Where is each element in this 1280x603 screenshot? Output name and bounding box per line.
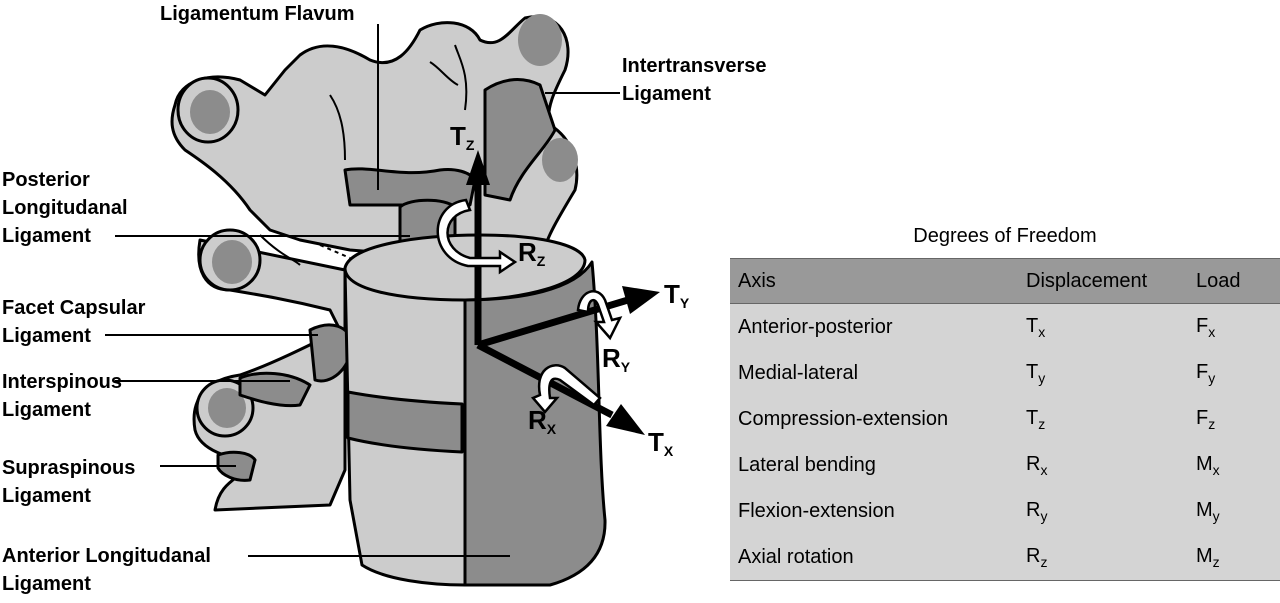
vertebral-body-top	[343, 233, 587, 302]
rx-rotation-arrow	[530, 364, 602, 414]
label-facet-2: Ligament	[2, 325, 91, 347]
dof-displacement-cell: Ty	[1026, 360, 1046, 386]
intertransverse-ligament	[483, 78, 557, 202]
dof-load-cell: Fy	[1196, 360, 1216, 386]
axis-rz-label: RZ	[518, 237, 546, 269]
label-interspinous-2: Ligament	[2, 399, 91, 421]
dof-displacement-cell: Ry	[1026, 498, 1048, 524]
table-row: Axial rotation Rz Mz	[730, 534, 1280, 581]
rz-rotation-arrow	[436, 198, 518, 275]
dof-axis-cell: Anterior-posterior	[738, 315, 893, 338]
label-interspinous-1: Interspinous	[2, 371, 123, 393]
dof-displacement-cell: Tz	[1026, 406, 1046, 432]
dof-load-cell: My	[1196, 498, 1220, 524]
dof-axis-cell: Compression-extension	[738, 407, 949, 430]
dof-load-cell: Fz	[1196, 406, 1216, 432]
dof-axis-cell: Medial-lateral	[738, 361, 859, 384]
dof-displacement-cell: Rz	[1018, 534, 1188, 581]
axis-ry-label: RY	[602, 343, 631, 375]
label-intertransverse-2: Ligament	[622, 83, 711, 105]
label-ligamentum-flavum: Ligamentum Flavum	[160, 3, 355, 25]
dof-header-row: Axis Displacement Load	[730, 258, 1280, 304]
ligamentum-flavum-region	[343, 167, 477, 207]
label-supraspinous-2: Ligament	[2, 485, 91, 507]
axis-tz-label: TZ	[450, 121, 475, 153]
table-row: Lateral bending Rx Mx	[730, 442, 1280, 488]
dof-axis-cell: Axial rotation	[730, 534, 1018, 581]
dof-header-axis: Axis	[730, 258, 1018, 304]
dof-displacement-cell: Tx	[1026, 314, 1046, 340]
intervertebral-disc	[346, 390, 464, 454]
dof-header-displacement: Displacement	[1018, 258, 1188, 304]
supraspinous-patch	[216, 450, 257, 482]
axis-ty-label: TY	[664, 279, 690, 311]
label-facet-1: Facet Capsular	[2, 297, 146, 319]
label-posterior-1: Posterior	[2, 169, 90, 191]
table-row: Flexion-extension Ry My	[730, 488, 1280, 534]
dof-title: Degrees of Freedom	[913, 225, 1097, 247]
table-row: Medial-lateral Ty Fy	[730, 350, 1280, 396]
dof-load-cell: Mx	[1196, 452, 1220, 478]
dof-axis-cell: Flexion-extension	[738, 499, 895, 522]
label-supraspinous-1: Supraspinous	[2, 457, 136, 479]
label-anterior-2: Ligament	[2, 573, 91, 595]
dof-displacement-cell: Rx	[1026, 452, 1048, 478]
label-intertransverse-1: Intertransverse	[622, 55, 767, 77]
label-anterior-1: Anterior Longitudanal	[2, 545, 211, 567]
ry-rotation-arrow	[576, 290, 623, 341]
table-row: Compression-extension Tz Fz	[730, 396, 1280, 442]
axis-rx-label: RX	[528, 405, 557, 437]
table-row: Anterior-posterior Tx Fx	[730, 304, 1280, 351]
dof-table: Axis Displacement Load Anterior-posterio…	[730, 258, 1280, 581]
dof-header-load: Load	[1188, 258, 1280, 304]
label-posterior-2: Longitudanal	[2, 197, 128, 219]
dof-axis-cell: Lateral bending	[738, 453, 876, 476]
dof-load-cell: Fx	[1196, 314, 1216, 340]
axis-tx-label: TX	[648, 427, 674, 459]
dof-load-cell: Mz	[1188, 534, 1280, 581]
label-posterior-3: Ligament	[2, 225, 91, 247]
